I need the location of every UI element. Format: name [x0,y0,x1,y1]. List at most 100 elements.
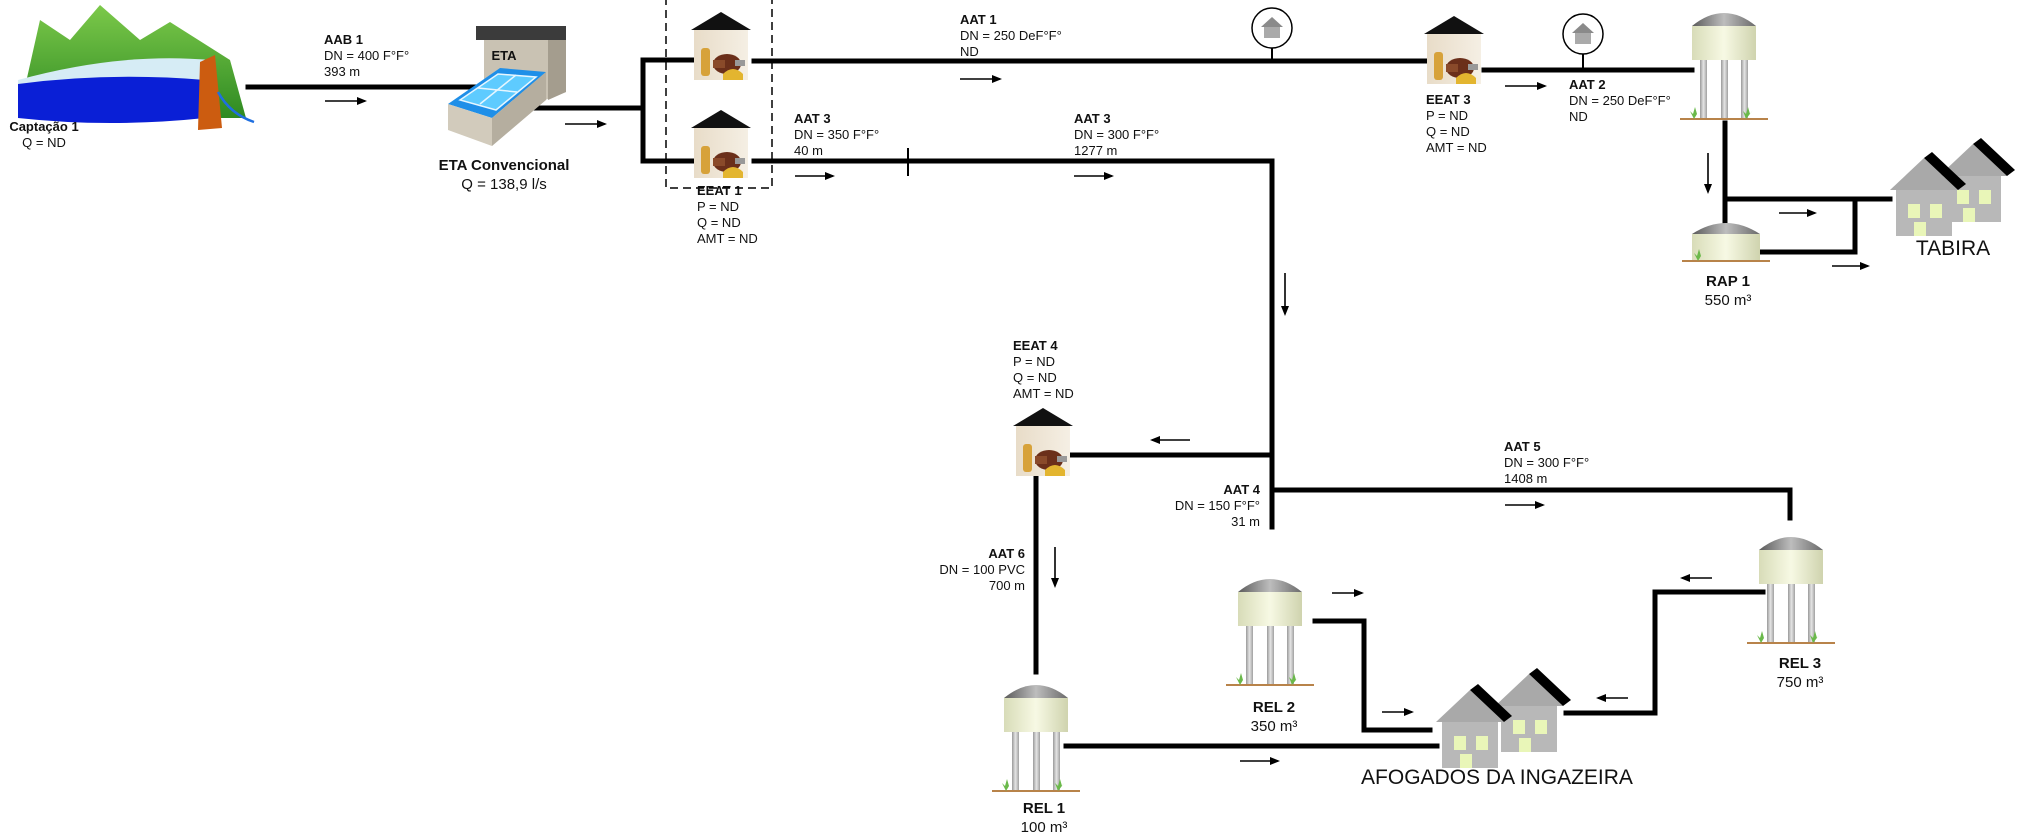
rel2-name: REL 2 [1253,699,1295,716]
flow-arrow [1505,82,1547,90]
eeat1-power: P = ND [697,199,739,214]
aab1-length: 393 m [324,64,360,79]
aat2-label: AAT 2 DN = 250 DeF°F° ND [1569,77,1671,124]
pipe-tabira-b [1759,196,1858,255]
aat3a-label: AAT 3 DN = 350 F°F° 40 m [794,111,879,158]
flow-arrow [565,120,607,128]
city-label-tabira: TABIRA [1916,237,1990,260]
aat3a-diameter: DN = 350 F°F° [794,127,879,142]
pipe-aat5 [1269,487,1793,521]
eta-sign: ETA [491,48,517,63]
flow-arrows [325,75,1870,765]
flow-arrow [325,97,367,105]
pump-eeat3 [1424,16,1484,84]
aat1-diameter: DN = 250 DeF°F° [960,28,1062,43]
tower-tabira [1679,12,1769,120]
aat3a-length: 40 m [794,143,823,158]
rap1-volume: 550 m³ [1705,292,1752,309]
flow-arrow [1051,547,1059,588]
flow-arrow [1150,436,1190,444]
aab1-label: AAB 1 DN = 400 F°F° 393 m [324,32,409,79]
rel1-name: REL 1 [1023,800,1065,817]
eeat4-power: P = ND [1013,354,1055,369]
rel1-volume: 100 m³ [1021,819,1068,836]
flow-arrow [1832,262,1870,270]
flow-arrow [1596,694,1628,702]
eeat4-label: EEAT 4 P = ND Q = ND AMT = ND [1013,338,1074,401]
aab1-diameter: DN = 400 F°F° [324,48,409,63]
rel3-volume: 750 m³ [1777,674,1824,691]
aat3b-length: 1277 m [1074,143,1117,158]
aat6-label: AAT 6 DN = 100 PVC 700 m [939,546,1025,593]
flow-arrow [1505,501,1545,509]
house-marker-icon [1562,13,1604,55]
flow-arrow [1779,209,1817,217]
eeat4-head: AMT = ND [1013,386,1074,401]
pipe-network [245,30,1893,749]
eeat1-flow: Q = ND [697,215,741,230]
house-marker-icon [1251,7,1293,49]
aab1-name: AAB 1 [324,32,363,47]
aat1-length: ND [960,44,979,59]
eeat1-label: EEAT 1 P = ND Q = ND AMT = ND [697,183,758,246]
flow-arrow [1680,574,1712,582]
rap1-label: RAP 1 550 m³ [1705,273,1752,309]
eeat1-head: AMT = ND [697,231,758,246]
pipe-aat3 [751,158,1275,530]
eeat3-name: EEAT 3 [1426,92,1471,107]
eta-name: ETA Convencional [439,157,570,174]
aat3b-name: AAT 3 [1074,111,1111,126]
flow-arrow [1332,589,1364,597]
aat1-label: AAT 1 DN = 250 DeF°F° ND [960,12,1062,59]
aat3a-name: AAT 3 [794,111,831,126]
pipe-rel3-out [1563,589,1766,716]
aat4-length: 31 m [1231,514,1260,529]
rel3-label: REL 3 750 m³ [1777,655,1824,691]
eeat3-flow: Q = ND [1426,124,1470,139]
eeat3-label: EEAT 3 P = ND Q = ND AMT = ND [1426,92,1487,155]
pump-eeat4 [1013,408,1073,476]
aat3b-label: AAT 3 DN = 300 F°F° 1277 m [1074,111,1159,158]
pump-eeat1-b [691,110,751,178]
tower-rel2 [1225,578,1315,686]
aat5-length: 1408 m [1504,471,1547,486]
eta-building [448,26,566,146]
rel1-label: REL 1 100 m³ [1021,800,1068,836]
eeat1-name: EEAT 1 [697,183,742,198]
rel2-volume: 350 m³ [1251,718,1298,735]
pump-eeat1-a [691,12,751,80]
rel2-label: REL 2 350 m³ [1251,699,1298,735]
tower-rel1 [991,684,1081,792]
flow-arrow [1281,273,1289,316]
aat2-length: ND [1569,109,1588,124]
aat2-name: AAT 2 [1569,77,1606,92]
aat4-name: AAT 4 [1223,482,1260,497]
aat1-name: AAT 1 [960,12,997,27]
aat5-diameter: DN = 300 F°F° [1504,455,1589,470]
eeat3-power: P = ND [1426,108,1468,123]
eeat4-name: EEAT 4 [1013,338,1058,353]
captacao-name: Captação 1 [9,119,78,134]
house-afogados-back [1495,668,1571,752]
aat2-diameter: DN = 250 DeF°F° [1569,93,1671,108]
aat4-label: AAT 4 DN = 150 F°F° 31 m [1175,482,1261,529]
eeat4-flow: Q = ND [1013,370,1057,385]
flow-arrow [795,172,835,180]
rap1-name: RAP 1 [1706,273,1750,290]
aat6-length: 700 m [989,578,1025,593]
aat5-name: AAT 5 [1504,439,1541,454]
pipe-rel2-out [1312,618,1433,733]
captacao-reservoir-illustration [18,5,255,130]
eeat3-head: AMT = ND [1426,140,1487,155]
flow-arrow [1240,757,1280,765]
flow-arrow [1704,153,1712,194]
flow-arrow [960,75,1002,83]
aat4-diameter: DN = 150 F°F° [1175,498,1260,513]
reservoir-rap1 [1681,222,1771,262]
captacao-label: Captação 1 Q = ND [9,119,78,150]
flow-arrow [1074,172,1114,180]
captacao-flow: Q = ND [22,135,66,150]
aat5-label: AAT 5 DN = 300 F°F° 1408 m [1504,439,1589,486]
aat3b-diameter: DN = 300 F°F° [1074,127,1159,142]
